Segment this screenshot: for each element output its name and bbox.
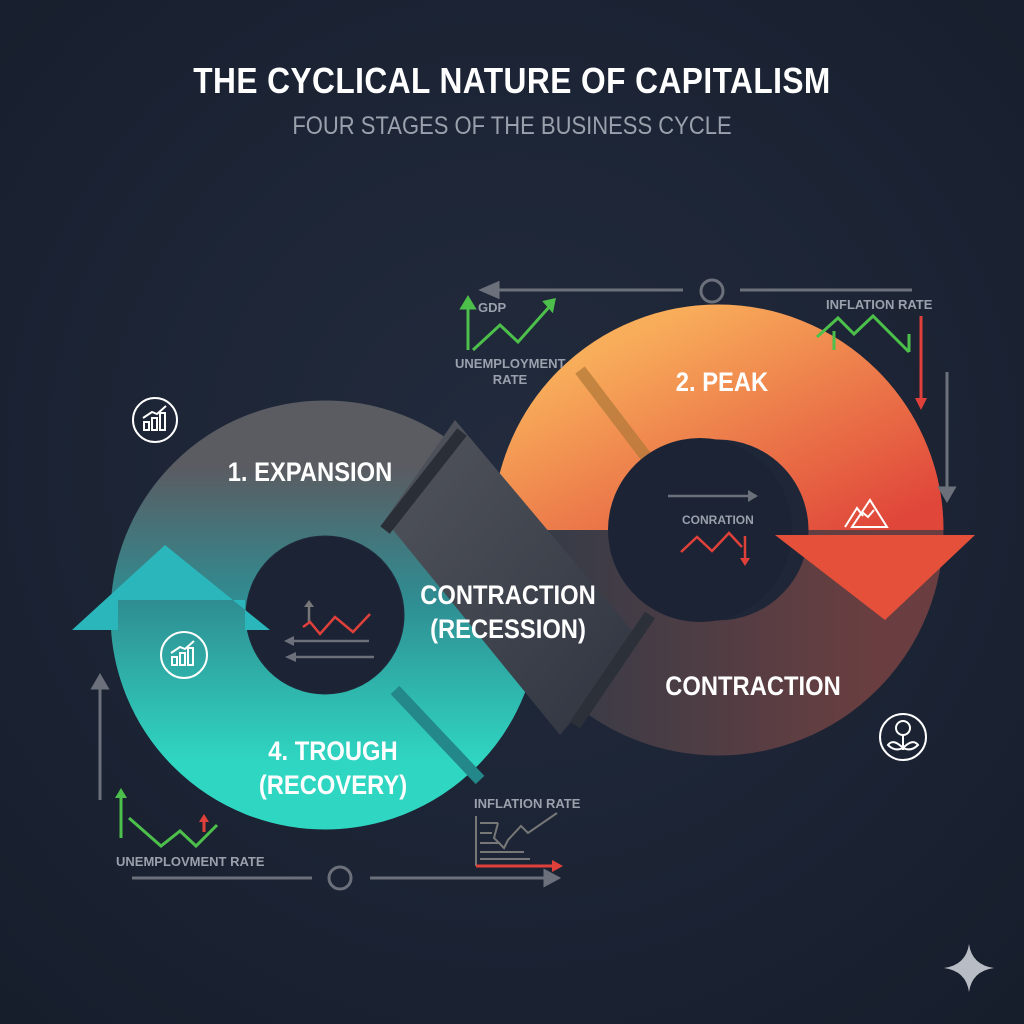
stage-trough-label: 4. TROUGH (RECOVERY) [245, 734, 421, 802]
inflation-bottom-chart-icon [475, 812, 563, 872]
mountain-icon [844, 498, 889, 528]
inflation-chart-icon [815, 313, 927, 410]
right-hole [608, 438, 792, 622]
label-line: RATE [492, 372, 528, 387]
unemployment-bottom-label: UNEMPLOVMENT RATE [116, 854, 265, 869]
divider [570, 611, 655, 729]
label-line: (RECOVERY) [258, 770, 408, 800]
top-connector [478, 278, 957, 503]
contraction-recession-band [385, 420, 640, 735]
gdp-label: GDP [478, 300, 507, 315]
label-line: UNEMPLOYMENT [455, 356, 566, 371]
page-title: THE CYCLICAL NATURE OF CAPITALISM [193, 60, 831, 101]
bottom-connector [90, 673, 562, 891]
bar-chart-growth-icon [160, 631, 208, 679]
plant-icon [879, 713, 927, 761]
peak-segment [492, 304, 944, 532]
recession-chart-icon [284, 600, 374, 662]
stage-contraction-label: CONTRACTION [665, 671, 841, 701]
label-line: (RECESSION) [430, 614, 586, 644]
bar-chart-growth-icon [132, 397, 178, 443]
unemployment-chart-icon [115, 788, 219, 849]
inflation-top-label: INFLATION RATE [826, 297, 933, 312]
label-line: 4. TROUGH [268, 736, 398, 766]
sparkle-icon [944, 944, 994, 992]
divider [390, 685, 485, 785]
divider [380, 428, 467, 534]
stage-contraction-recession-label: CONTRACTION (RECESSION) [420, 578, 596, 646]
contraction-small-label: CONRATION [682, 513, 754, 527]
left-hole [247, 537, 403, 693]
contraction-chart-icon [668, 490, 758, 566]
unemployment-top-label: UNEMPLOYMENT RATE [455, 356, 566, 388]
page-subtitle: FOUR STAGES OF THE BUSINESS CYCLE [292, 112, 732, 140]
teal-arrow-head-icon [72, 545, 270, 630]
stage-peak-label: 2. PEAK [675, 367, 769, 397]
stage-expansion-label: 1. EXPANSION [227, 457, 393, 487]
label-line: CONTRACTION [420, 580, 596, 610]
gdp-chart-icon [459, 295, 556, 352]
red-arrow-head-icon [775, 535, 975, 620]
inflation-bottom-label: INFLATION RATE [474, 796, 581, 811]
